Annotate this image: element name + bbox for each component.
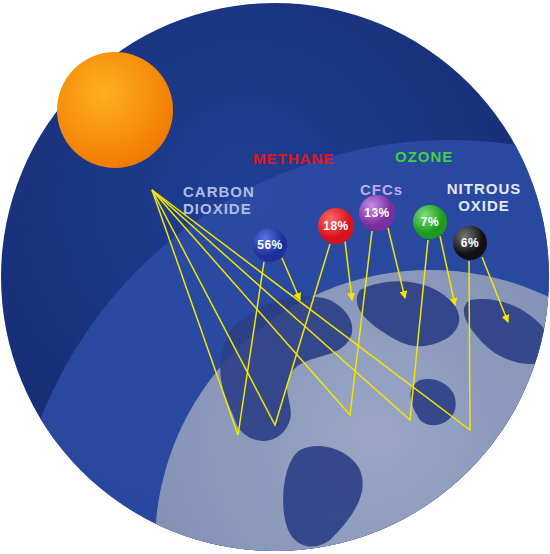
gas-name: CFCs	[360, 181, 403, 198]
gas-name: CARBON DIOXIDE	[183, 183, 275, 217]
sun	[57, 52, 173, 168]
radiation-arrows	[152, 190, 508, 435]
percentage-value: 56%	[257, 238, 283, 252]
methane-sphere: METHANE18%	[318, 208, 354, 244]
nitrous-oxide-sphere: NITROUS OXIDE6%	[453, 226, 487, 260]
percentage-value: 7%	[421, 215, 439, 229]
gas-name: METHANE	[253, 150, 334, 167]
atmosphere-band	[10, 140, 550, 554]
carbon-dioxide-sphere: CARBON DIOXIDE56%	[253, 228, 287, 262]
earth	[155, 270, 550, 554]
percentage-value: 18%	[323, 219, 349, 233]
percentage-value: 13%	[364, 206, 390, 220]
percentage-value: 6%	[461, 236, 479, 250]
gas-name: OZONE	[395, 148, 453, 165]
gas-name: NITROUS OXIDE	[438, 180, 530, 214]
cfcs-sphere: CFCs13%	[359, 195, 395, 231]
ozone-sphere: OZONE7%	[413, 205, 447, 239]
